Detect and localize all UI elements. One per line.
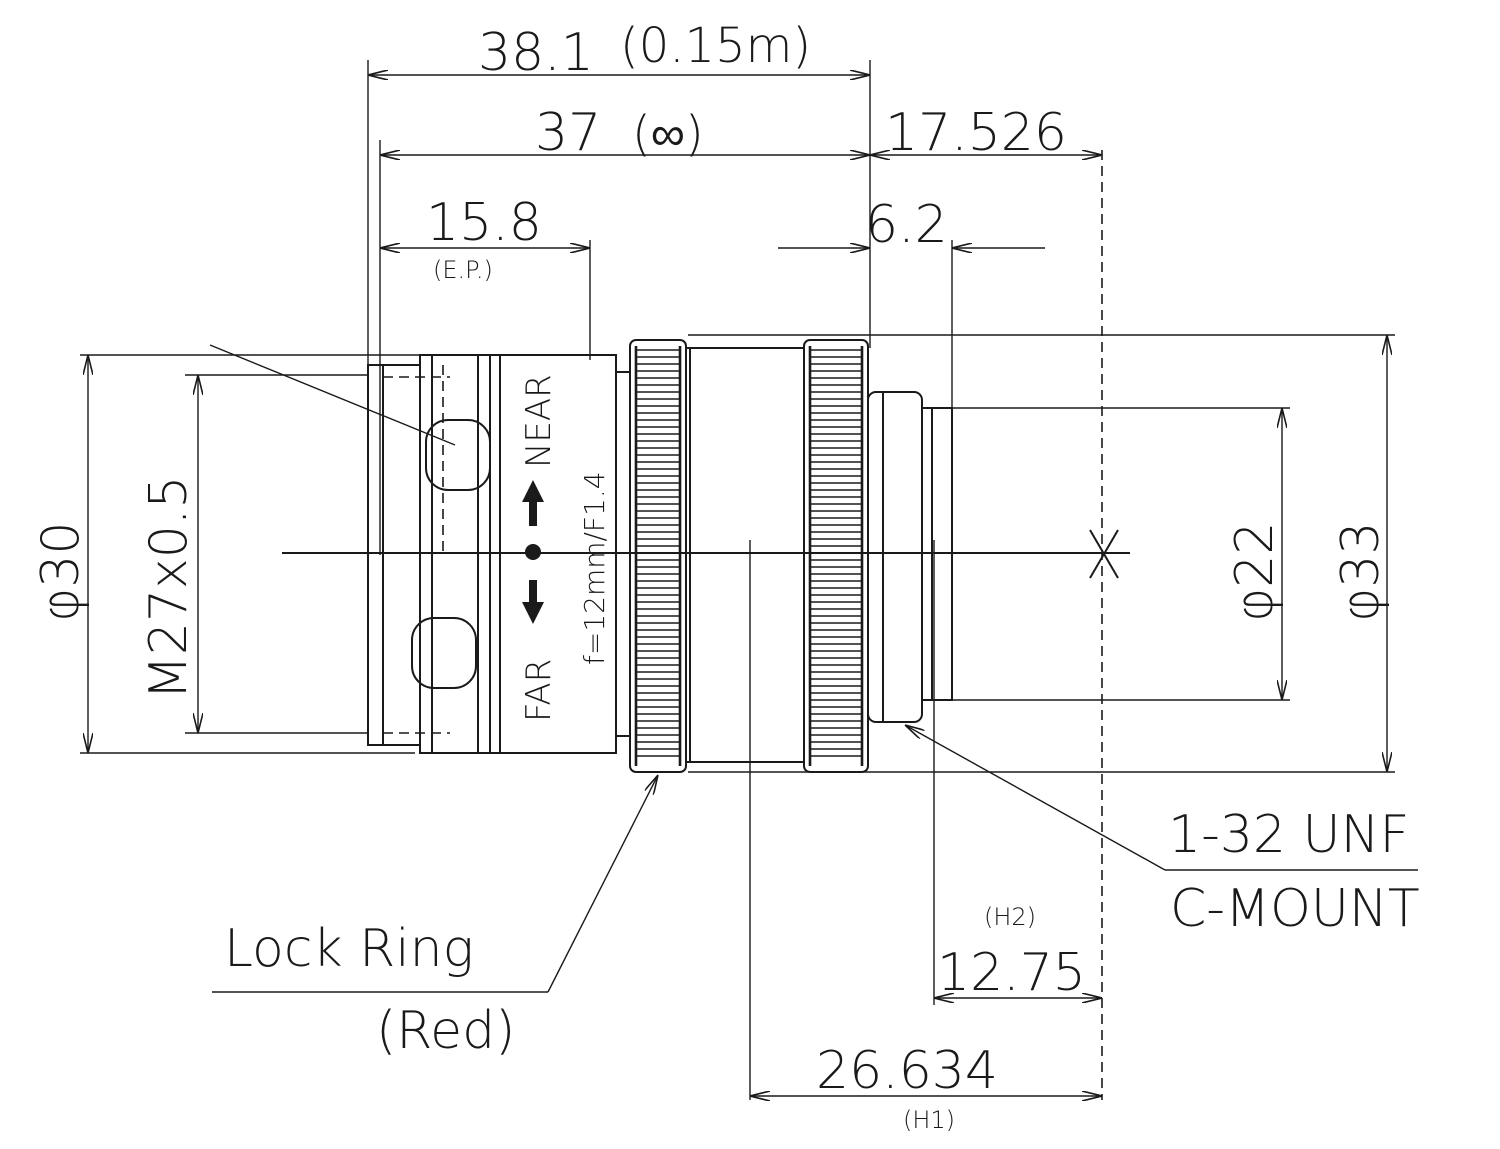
dim-m27: M27x0.5 (139, 375, 199, 733)
dim-15-8-value: 15.8 (426, 193, 542, 253)
focus-far-label: FAR (519, 659, 559, 722)
dim-12-75-tag: (H2) (984, 903, 1036, 931)
dim-m27-value: M27x0.5 (139, 475, 199, 700)
dim-26-634: 26.634 (H1) (750, 1041, 1102, 1134)
entrance-pupil-leader (209, 344, 456, 446)
dim-6-2-value: 6.2 (865, 195, 948, 255)
dim-17-526: 17.526 (870, 103, 1102, 163)
c-mount-callout: 1-32 UNF C-MOUNT (905, 725, 1420, 939)
lens-body (367, 339, 953, 773)
dim-38-1-condition: (0.15m) (620, 18, 811, 74)
dim-37-condition: (∞) (632, 106, 704, 162)
focus-near-label: NEAR (519, 374, 559, 468)
dim-17-526-value: 17.526 (885, 103, 1067, 163)
lock-ring-label: Lock Ring (224, 919, 474, 979)
dim-15-8-tag: (E.P.) (433, 256, 493, 284)
dim-dia-22-value: φ22 (1225, 522, 1285, 622)
optical-axis (282, 529, 1130, 579)
lock-ring-callout: Lock Ring (Red) (212, 775, 658, 1061)
dim-26-634-value: 26.634 (816, 1041, 998, 1101)
extension-lines (80, 60, 1395, 1100)
lock-ring-color-label: (Red) (376, 1001, 515, 1061)
dim-6-2: 6.2 (778, 195, 1045, 255)
dim-38-1: 38.1 (0.15m) (368, 18, 870, 83)
c-mount-thread-label: 1-32 UNF (1168, 805, 1409, 865)
lock-ring-knurl (634, 346, 682, 766)
dim-dia-33-value: φ33 (1331, 522, 1391, 622)
dim-12-75: (H2) 12.75 (934, 903, 1102, 1003)
dim-38-1-value: 38.1 (478, 23, 594, 83)
dim-15-8: 15.8 (E.P.) (380, 193, 590, 284)
dim-dia-30: φ30 (31, 355, 91, 753)
c-mount-type-label: C-MOUNT (1170, 879, 1420, 939)
dim-dia-22: φ22 (1225, 408, 1285, 700)
lens-spec-label: f=12mm/F1.4 (578, 471, 611, 665)
dim-37-value: 37 (535, 103, 601, 163)
dim-12-75-value: 12.75 (937, 943, 1086, 1003)
iris-ring-knurl (808, 346, 864, 766)
dim-26-634-tag: (H1) (903, 1106, 955, 1134)
dim-dia-33: φ33 (1331, 335, 1391, 772)
dim-dia-30-value: φ30 (31, 522, 91, 622)
dim-37: 37 (∞) (380, 103, 870, 163)
